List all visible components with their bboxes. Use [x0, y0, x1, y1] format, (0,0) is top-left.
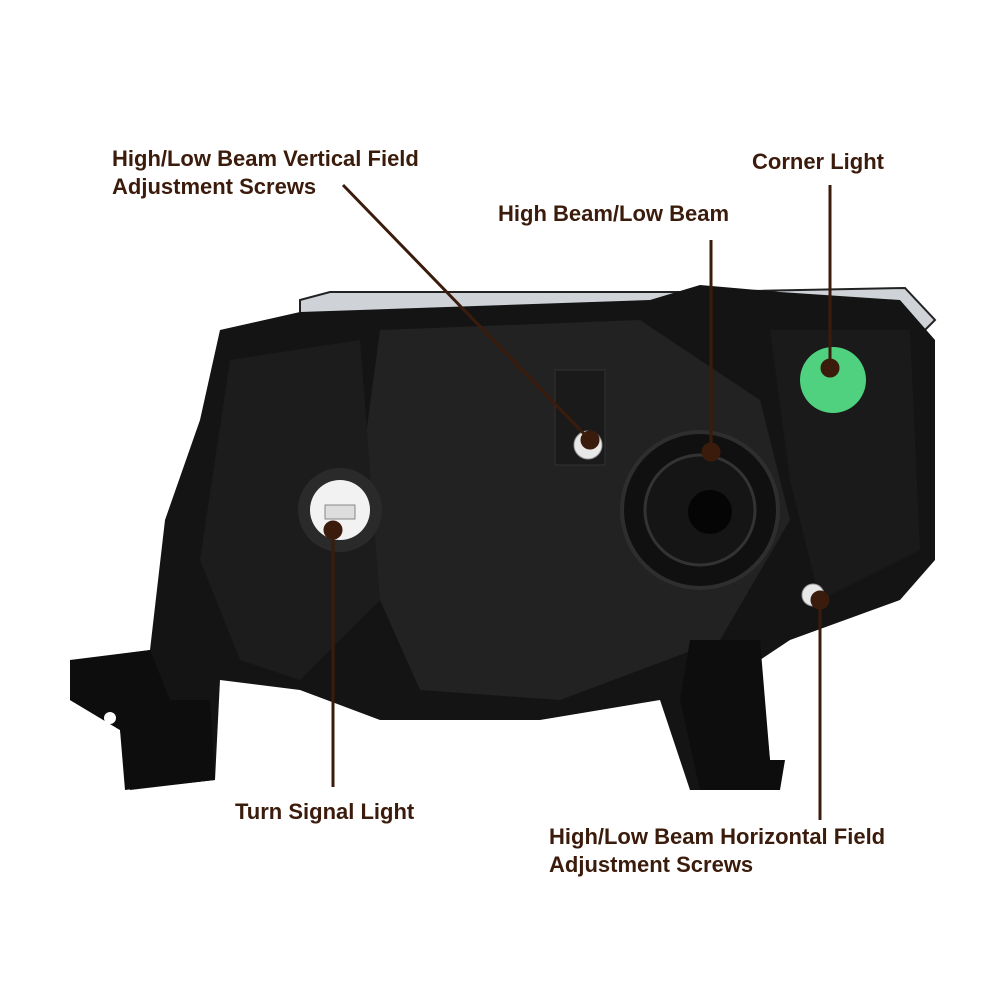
callout-vertical-screws-line2: Adjustment Screws	[112, 174, 317, 199]
callout-line-vertical-screws	[341, 183, 592, 442]
callout-dot-vertical-screws	[580, 430, 600, 450]
callout-turn-signal: Turn Signal Light	[235, 799, 415, 824]
callout-dot-corner-light	[820, 358, 840, 378]
housing-left-panel	[200, 340, 380, 680]
callout-horizontal-screws: High/Low Beam Horizontal Field Adjustmen…	[549, 823, 885, 879]
callout-horizontal-screws-line1: High/Low Beam Horizontal Field	[549, 824, 886, 849]
callout-vertical-screws: High/Low Beam Vertical Field Adjustment …	[112, 145, 419, 201]
housing-inner-shell	[360, 320, 790, 700]
bottom-right-bracket	[680, 640, 785, 790]
callout-dot-horizontal-screws	[810, 590, 830, 610]
callout-dot-turn-signal	[323, 520, 343, 540]
callout-high-low-beam: High Beam/Low Beam	[498, 201, 730, 226]
callout-vertical-screws-line1: High/Low Beam Vertical Field	[112, 146, 419, 171]
callout-dot-high-low-beam	[701, 442, 721, 462]
callout-horizontal-screws-line2: Adjustment Screws	[549, 852, 754, 877]
bottom-left-bracket	[70, 650, 215, 790]
corner-light-socket	[800, 347, 866, 413]
callout-corner-light: Corner Light	[752, 149, 884, 174]
